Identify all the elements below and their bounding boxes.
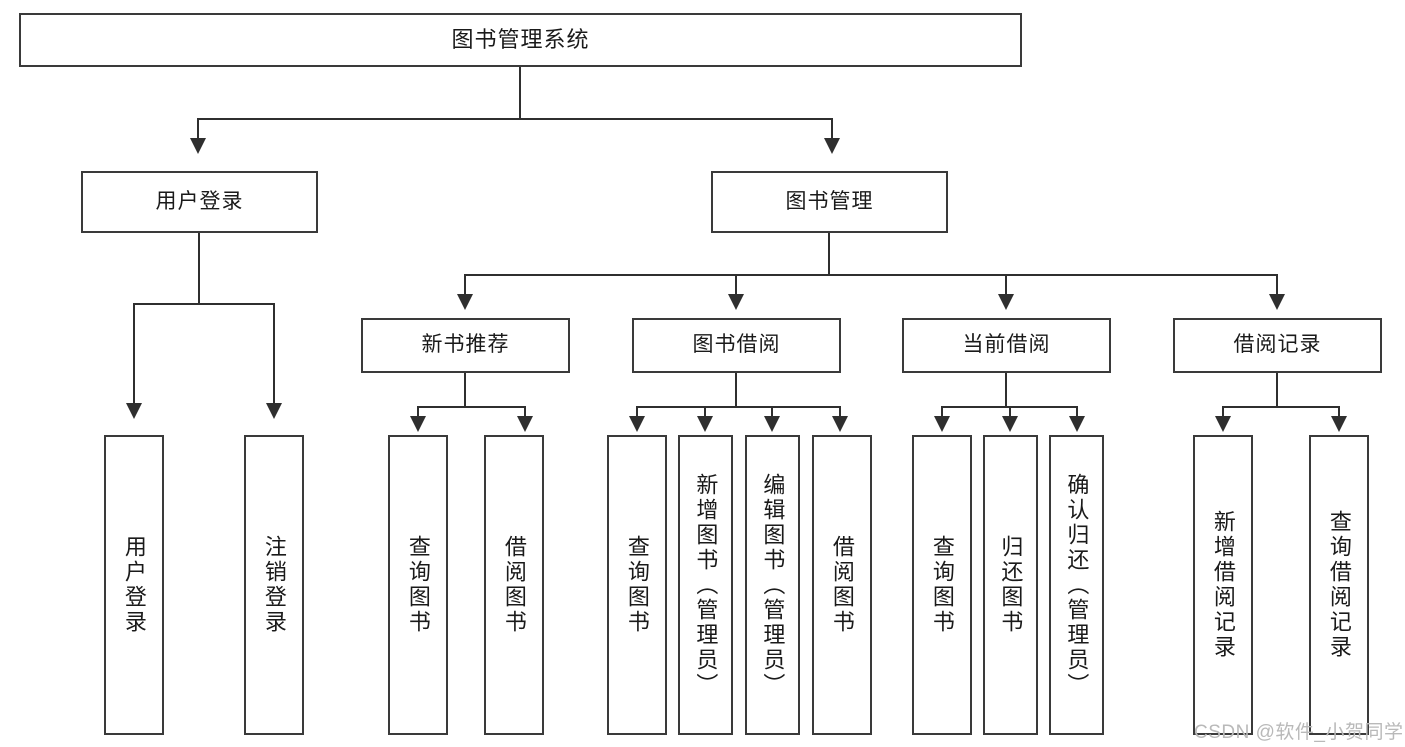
- node-label: 用户登录: [155, 189, 244, 213]
- arrowhead-borrow-record: [1269, 294, 1285, 310]
- leaf-add-book-admin[interactable]: 新增图书（管理员）: [678, 435, 733, 735]
- node-label: 图书管理系统: [451, 27, 590, 53]
- connector-bookborrow-drop-1: [636, 406, 638, 418]
- connector-borrowrecord-drop-2: [1338, 406, 1340, 418]
- node-label: 查询图书: [405, 535, 431, 635]
- connector-root-drop-right: [831, 118, 833, 140]
- connector-userlogin-drop-1: [133, 303, 135, 405]
- node-label: 借阅图书: [829, 535, 855, 635]
- node-label: 确认归还（管理员）: [1064, 472, 1090, 698]
- node-root-system[interactable]: 图书管理系统: [19, 13, 1022, 67]
- arrowhead-book-manage: [824, 138, 840, 154]
- node-label: 用户登录: [121, 535, 147, 635]
- node-current-borrow[interactable]: 当前借阅: [902, 318, 1111, 373]
- leaf-query-book-recommend[interactable]: 查询图书: [388, 435, 448, 735]
- arrowhead-newbook-leaf-1: [410, 416, 426, 432]
- node-book-management[interactable]: 图书管理: [711, 171, 948, 233]
- arrowhead-currentborrow-leaf-3: [1069, 416, 1085, 432]
- arrowhead-currentborrow-leaf-1: [934, 416, 950, 432]
- arrowhead-current-borrow: [998, 294, 1014, 310]
- connector-bookmgmt-drop-3: [1005, 274, 1007, 296]
- connector-root-stem: [519, 67, 521, 119]
- connector-currentborrow-stem: [1005, 373, 1007, 408]
- node-label: 新增图书（管理员）: [693, 472, 719, 698]
- connector-bookmgmt-drop-2: [735, 274, 737, 296]
- connector-newbook-drop-2: [524, 406, 526, 418]
- connector-bookmgmt-drop-4: [1276, 274, 1278, 296]
- node-label: 查询图书: [624, 535, 650, 635]
- leaf-query-book-current[interactable]: 查询图书: [912, 435, 972, 735]
- leaf-add-borrow-record[interactable]: 新增借阅记录: [1193, 435, 1253, 735]
- node-label: 图书管理: [785, 189, 874, 213]
- node-label: 当前借阅: [962, 333, 1051, 357]
- leaf-confirm-return-admin[interactable]: 确认归还（管理员）: [1049, 435, 1104, 735]
- node-user-login[interactable]: 用户登录: [81, 171, 318, 233]
- leaf-query-borrow-record[interactable]: 查询借阅记录: [1309, 435, 1369, 735]
- connector-currentborrow-drop-2: [1009, 406, 1011, 418]
- node-new-book-recommend[interactable]: 新书推荐: [361, 318, 570, 373]
- connector-bookborrow-drop-2: [704, 406, 706, 418]
- arrowhead-newbook-leaf-2: [517, 416, 533, 432]
- connector-bookborrow-drop-3: [771, 406, 773, 418]
- leaf-borrow-book-recommend[interactable]: 借阅图书: [484, 435, 544, 735]
- leaf-logout[interactable]: 注销登录: [244, 435, 304, 735]
- connector-newbook-stem: [464, 373, 466, 408]
- node-label: 图书借阅: [692, 333, 781, 357]
- connector-root-drop-left: [197, 118, 199, 140]
- arrowhead-leaf-user-login: [126, 403, 142, 419]
- node-borrow-record[interactable]: 借阅记录: [1173, 318, 1382, 373]
- leaf-borrow-book[interactable]: 借阅图书: [812, 435, 872, 735]
- node-label: 借阅记录: [1233, 333, 1322, 357]
- arrowhead-bookborrow-leaf-2: [697, 416, 713, 432]
- arrowhead-borrowrecord-leaf-2: [1331, 416, 1347, 432]
- arrowhead-leaf-logout: [266, 403, 282, 419]
- leaf-edit-book-admin[interactable]: 编辑图书（管理员）: [745, 435, 800, 735]
- connector-userlogin-stem: [198, 233, 200, 304]
- connector-borrowrecord-stem: [1276, 373, 1278, 408]
- connector-userlogin-bus: [133, 303, 275, 305]
- connector-currentborrow-drop-1: [941, 406, 943, 418]
- node-label: 注销登录: [261, 535, 287, 635]
- leaf-return-book[interactable]: 归还图书: [983, 435, 1038, 735]
- connector-bookmgmt-bus: [464, 274, 1277, 276]
- arrowhead-book-borrow: [728, 294, 744, 310]
- node-label: 借阅图书: [501, 535, 527, 635]
- arrowhead-bookborrow-leaf-4: [832, 416, 848, 432]
- connector-root-bus: [197, 118, 833, 120]
- connector-borrowrecord-bus: [1222, 406, 1340, 408]
- node-label: 新增借阅记录: [1210, 510, 1236, 660]
- arrowhead-user-login: [190, 138, 206, 154]
- arrowhead-currentborrow-leaf-2: [1002, 416, 1018, 432]
- node-label: 归还图书: [998, 535, 1024, 635]
- connector-currentborrow-drop-3: [1076, 406, 1078, 418]
- connector-borrowrecord-drop-1: [1222, 406, 1224, 418]
- node-label: 新书推荐: [421, 333, 510, 357]
- connector-bookmgmt-drop-1: [464, 274, 466, 296]
- connector-bookmgmt-stem: [828, 233, 830, 275]
- watermark-csdn: CSDN @软件_小贺同学: [1194, 722, 1404, 743]
- connector-bookborrow-bus: [636, 406, 839, 408]
- leaf-query-book[interactable]: 查询图书: [607, 435, 667, 735]
- node-label: 编辑图书（管理员）: [760, 472, 786, 698]
- connector-bookborrow-drop-4: [839, 406, 841, 418]
- node-label: 查询借阅记录: [1326, 510, 1352, 660]
- arrowhead-bookborrow-leaf-1: [629, 416, 645, 432]
- node-label: 查询图书: [929, 535, 955, 635]
- connector-newbook-bus: [417, 406, 526, 408]
- arrowhead-new-book-recommend: [457, 294, 473, 310]
- connector-newbook-drop-1: [417, 406, 419, 418]
- arrowhead-bookborrow-leaf-3: [764, 416, 780, 432]
- connector-bookborrow-stem: [735, 373, 737, 408]
- leaf-user-login[interactable]: 用户登录: [104, 435, 164, 735]
- arrowhead-borrowrecord-leaf-1: [1215, 416, 1231, 432]
- connector-userlogin-drop-2: [273, 303, 275, 405]
- node-book-borrow[interactable]: 图书借阅: [632, 318, 841, 373]
